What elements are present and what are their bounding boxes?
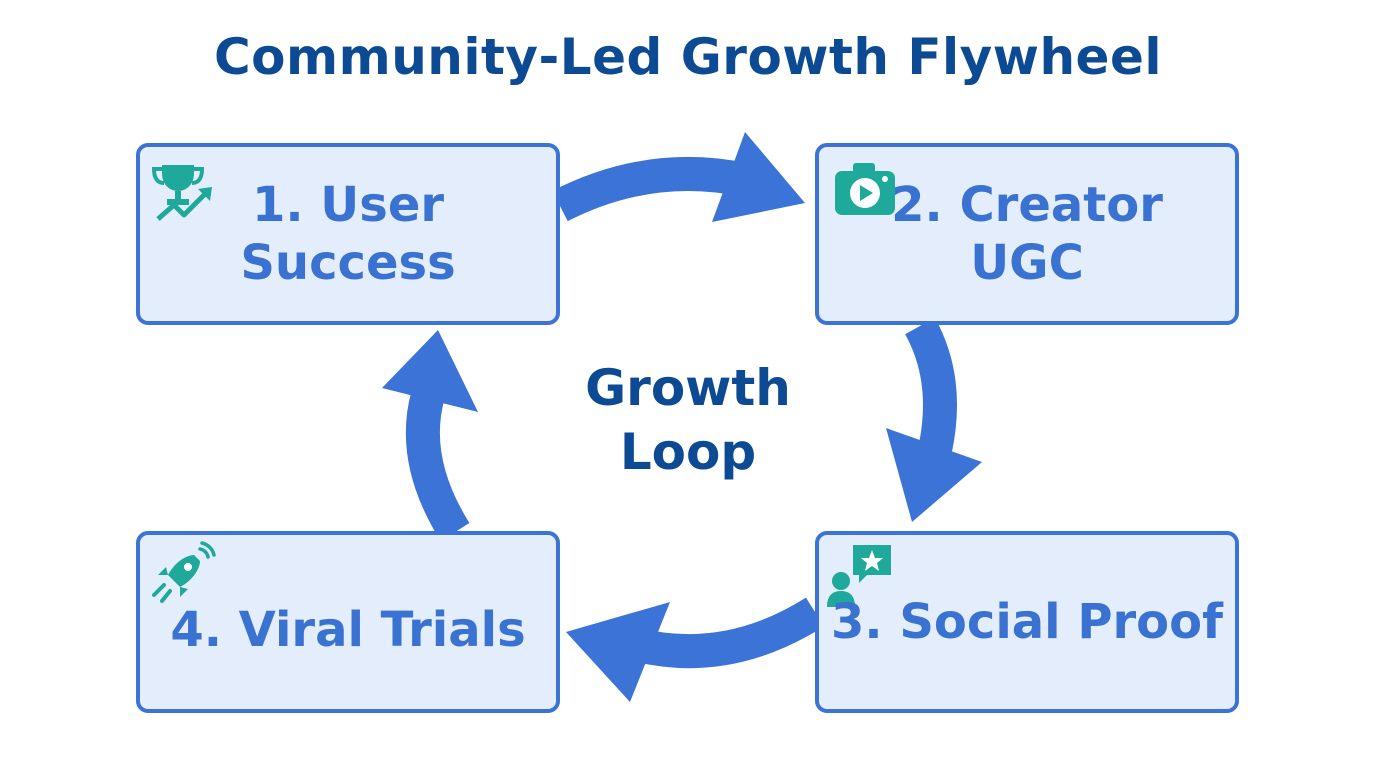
node-label: 1. User Success [240,177,456,291]
node-viral-trials: 4. Viral Trials [136,531,560,713]
node-label: 4. Viral Trials [170,602,526,658]
node-label: 2. Creator UGC [891,177,1163,291]
node-creator-ugc: 2. Creator UGC [815,143,1239,325]
arrowhead-to-viral-trials [566,602,670,702]
arrowhead-to-creator-ugc [712,132,805,222]
trophy-growth-icon [150,159,218,227]
camera-play-icon [831,157,899,225]
arrowhead-to-social-proof [886,428,982,522]
node-social-proof: 3. Social Proof [815,531,1239,713]
arrow-viral-trials-to-user-success [405,390,470,542]
rocket-signal-icon [150,541,218,609]
node-user-success: 1. User Success [136,143,560,325]
user-star-review-icon [825,541,893,609]
arrowhead-to-user-success [382,330,478,412]
diagram-title: Community-Led Growth Flywheel [213,28,1163,86]
arrow-user-success-to-creator-ugc [552,156,749,222]
node-label: 3. Social Proof [830,594,1224,650]
center-label: Growth Loop [585,359,791,481]
arrow-creator-ugc-to-social-proof [904,317,957,454]
